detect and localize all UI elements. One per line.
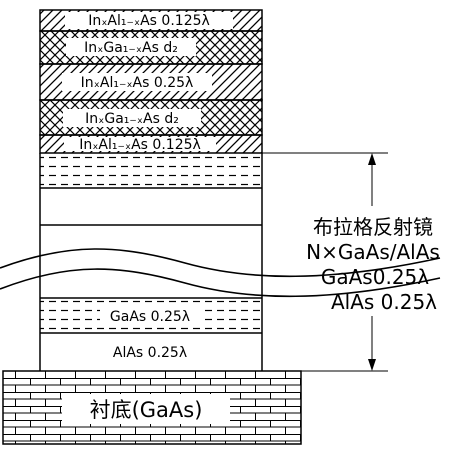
layer-label: GaAs 0.25λ bbox=[110, 309, 190, 325]
layer-ingaas-d2: InₓGa₁₋ₓAs d₂ bbox=[39, 99, 263, 136]
continuation-break bbox=[0, 248, 441, 298]
annotation-line-3: GaAs0.25λ bbox=[321, 265, 429, 289]
substrate-label: 衬底(GaAs) bbox=[90, 398, 203, 422]
substrate-layer: 衬底(GaAs) bbox=[2, 370, 302, 445]
layer-label: InₓAl₁₋ₓAs 0.125λ bbox=[79, 137, 201, 153]
layer-label: InₓGa₁₋ₓAs d₂ bbox=[85, 111, 179, 127]
layer-inalas-0125: InₓAl₁₋ₓAs 0.125λ bbox=[39, 134, 263, 154]
layer-ingaas-d2: InₓGa₁₋ₓAs d₂ bbox=[39, 30, 263, 65]
bragg-mirror-range-marker bbox=[262, 152, 388, 372]
layer-label: InₓAl₁₋ₓAs 0.25λ bbox=[81, 75, 194, 91]
annotation-line-1: 布拉格反射镜 bbox=[313, 215, 433, 239]
bragg-mirror-annotation: 布拉格反射镜 N×GaAs/AlAs GaAs0.25λ AlAs 0.25λ bbox=[306, 215, 440, 314]
top-layer-stack: InₓAl₁₋ₓAs 0.125λ InₓGa₁₋ₓAs d₂ InₓAl₁₋ₓ… bbox=[39, 9, 263, 154]
annotation-line-4: AlAs 0.25λ bbox=[331, 290, 437, 314]
layer-label: InₓGa₁₋ₓAs d₂ bbox=[84, 40, 178, 56]
annotation-line-2: N×GaAs/AlAs bbox=[306, 240, 440, 264]
dbr-alas-quarter-wave: AlAs 0.25λ bbox=[113, 345, 187, 361]
layer-inalas-025: InₓAl₁₋ₓAs 0.25λ bbox=[39, 63, 263, 101]
layer-inalas-0125: InₓAl₁₋ₓAs 0.125λ bbox=[39, 9, 263, 32]
bragg-mirror-stack: GaAs 0.25λ AlAs 0.25λ bbox=[0, 153, 441, 371]
dbr-gaas-quarter-wave: GaAs 0.25λ bbox=[40, 298, 262, 333]
layer-label: AlAs 0.25λ bbox=[113, 345, 187, 361]
dbr-gaas-layer bbox=[40, 153, 262, 188]
layer-label: InₓAl₁₋ₓAs 0.125λ bbox=[88, 13, 210, 29]
